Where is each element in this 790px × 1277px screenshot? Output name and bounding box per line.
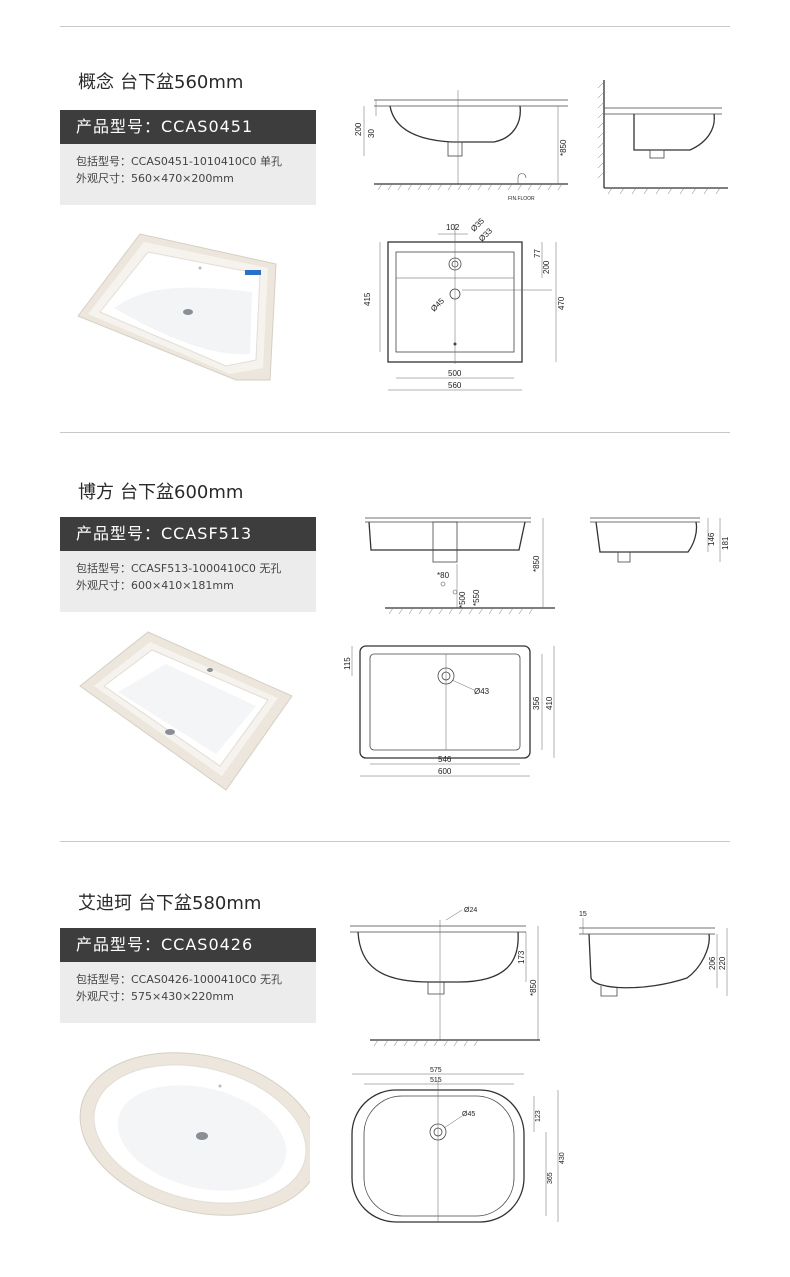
- dim-d45: Ø45: [429, 296, 446, 313]
- dim-560: 560: [448, 381, 462, 390]
- dim-356: 356: [532, 696, 541, 710]
- section-divider-2: [60, 841, 730, 842]
- product-name: 概念: [78, 72, 114, 93]
- spec-card-1: 产品型号：CCAS0451 包括型号：CCAS0451-1010410C0 单孔…: [60, 110, 316, 205]
- dim-173: 173: [517, 950, 526, 964]
- product-name: 艾迪珂: [78, 893, 132, 914]
- dim-515: 515: [430, 1077, 442, 1084]
- plan-view-drawing-2: 115 Ø43 356 410 546 600: [343, 645, 555, 777]
- dim-220: 220: [718, 956, 727, 970]
- dim-102: 102: [446, 223, 460, 232]
- basin-photo-3: [79, 1052, 310, 1216]
- model-label: 产品型号：CCASF513: [60, 517, 316, 551]
- dim-d43: Ø43: [474, 687, 490, 696]
- product-name: 博方: [78, 482, 114, 503]
- dim-d24: Ø24: [464, 907, 477, 914]
- model-label: 产品型号：CCAS0451: [60, 110, 316, 144]
- side-profile-drawing-2: 146 181: [590, 517, 730, 563]
- outer-size: 外观尺寸：600×410×181mm: [76, 579, 234, 592]
- includes-model: 包括型号：CCASF513-1000410C0 无孔: [76, 562, 282, 575]
- dim-430: 430: [559, 1152, 566, 1164]
- side-elevation-drawing-2: *850 *80 *500 *550: [365, 517, 555, 615]
- basin-photo-2: [79, 631, 293, 791]
- spec-card-2: 产品型号：CCASF513 包括型号：CCASF513-1000410C0 无孔…: [60, 517, 316, 612]
- dim-77: 77: [533, 249, 542, 258]
- side-elevation-drawing-1: 200 30 *850 FIN.FLOOR: [354, 90, 568, 202]
- dim-415: 415: [363, 292, 372, 306]
- dim-181: 181: [721, 536, 730, 550]
- dim-500: *500: [458, 591, 467, 608]
- side-elevation-drawing-3: Ø24 173 *850: [350, 907, 540, 1047]
- outer-size: 外观尺寸：560×470×200mm: [76, 172, 234, 185]
- plan-view-drawing-3: 575 515 Ø45 123 365 430: [351, 1067, 566, 1223]
- dim-30: 30: [367, 129, 376, 138]
- dim-80: *80: [437, 571, 450, 580]
- section-divider-1: [60, 432, 730, 433]
- dim-123: 123: [535, 1110, 542, 1122]
- dim-200b: 200: [542, 260, 551, 274]
- dim-470: 470: [557, 296, 566, 310]
- includes-model: 包括型号：CCAS0451-1010410C0 单孔: [76, 155, 282, 168]
- dim-600: 600: [438, 767, 452, 776]
- dim-546: 546: [438, 755, 452, 764]
- dim-850: *850: [529, 979, 538, 996]
- spec-details: 包括型号：CCASF513-1000410C0 无孔 外观尺寸：600×410×…: [60, 551, 316, 612]
- dim-850: *850: [559, 139, 568, 156]
- dim-410: 410: [545, 696, 554, 710]
- fin-floor-label: FIN.FLOOR: [508, 196, 535, 202]
- product-type: 台下盆580mm: [138, 893, 262, 914]
- dim-500: 500: [448, 369, 462, 378]
- product-title-1: 概念台下盆560mm: [78, 68, 243, 94]
- dim-365: 365: [547, 1172, 554, 1184]
- dim-115: 115: [343, 657, 352, 670]
- product-title-3: 艾迪珂台下盆580mm: [78, 889, 261, 915]
- dim-550: *550: [472, 589, 481, 606]
- spec-card-3: 产品型号：CCAS0426 包括型号：CCAS0426-1000410C0 无孔…: [60, 928, 316, 1023]
- spec-details: 包括型号：CCAS0426-1000410C0 无孔 外观尺寸：575×430×…: [60, 962, 316, 1023]
- dim-575: 575: [430, 1067, 442, 1074]
- top-divider: [60, 26, 730, 27]
- product-title-2: 博方台下盆600mm: [78, 478, 243, 504]
- dim-d45: Ø45: [462, 1111, 475, 1118]
- spec-details: 包括型号：CCAS0451-1010410C0 单孔 外观尺寸：560×470×…: [60, 144, 316, 205]
- model-label: 产品型号：CCAS0426: [60, 928, 316, 962]
- dim-850: *850: [532, 555, 541, 572]
- dim-15: 15: [579, 911, 587, 918]
- dim-200: 200: [354, 122, 363, 136]
- product-type: 台下盆560mm: [120, 72, 244, 93]
- outer-size: 外观尺寸：575×430×220mm: [76, 990, 234, 1003]
- side-profile-drawing-1: [598, 80, 728, 195]
- includes-model: 包括型号：CCAS0426-1000410C0 无孔: [76, 973, 282, 986]
- basin-photo-1: [77, 233, 277, 381]
- plan-view-drawing-1: 102 Ø35 Ø33 Ø45 77 200 415 470 500 560: [363, 216, 566, 391]
- dim-206: 206: [708, 956, 717, 970]
- side-profile-drawing-3: 15 206 220: [579, 911, 728, 997]
- product-type: 台下盆600mm: [120, 482, 244, 503]
- dim-146: 146: [707, 532, 716, 546]
